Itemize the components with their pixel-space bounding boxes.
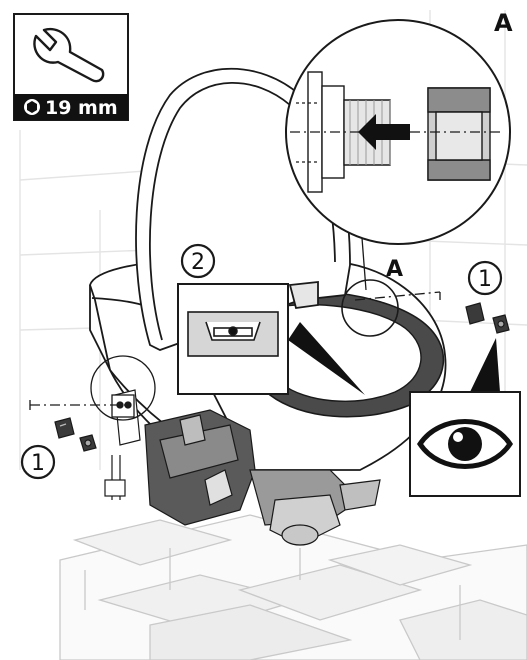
detail-a-pointer-line: [361, 237, 367, 291]
detail-label-seat: A: [386, 257, 403, 282]
seat-detail-circle: [341, 279, 399, 337]
eye-pointer: [470, 338, 500, 392]
insert-arrow: [358, 114, 410, 150]
step-number-left: 1: [31, 451, 45, 476]
step-number-right: 1: [478, 267, 492, 292]
level-detail-box: [177, 283, 289, 395]
wrench-icon: [33, 27, 105, 83]
tool-size-label: 19 mm: [45, 97, 118, 119]
level-pointer: [288, 322, 365, 395]
detail-label-top: A: [494, 9, 513, 37]
left-screw-nut: [54, 417, 97, 452]
step-badge-left-screws: 1: [20, 444, 56, 480]
hex-bolt-icon: [24, 99, 40, 115]
axis-lines: [30, 291, 441, 406]
eye-icon: [416, 419, 514, 469]
right-screw-nut: [465, 302, 510, 334]
detail-a-magnifier: [285, 19, 511, 245]
tool-box: [13, 13, 129, 121]
flush-mechanism: [104, 389, 381, 546]
step-badge-right-screws: 1: [467, 260, 503, 296]
eye-detail-box: [409, 391, 521, 497]
spirit-level-icon: [187, 311, 279, 357]
frame-structure: [59, 514, 527, 660]
step-number-level: 2: [191, 250, 205, 275]
step-badge-level: 2: [180, 243, 216, 279]
